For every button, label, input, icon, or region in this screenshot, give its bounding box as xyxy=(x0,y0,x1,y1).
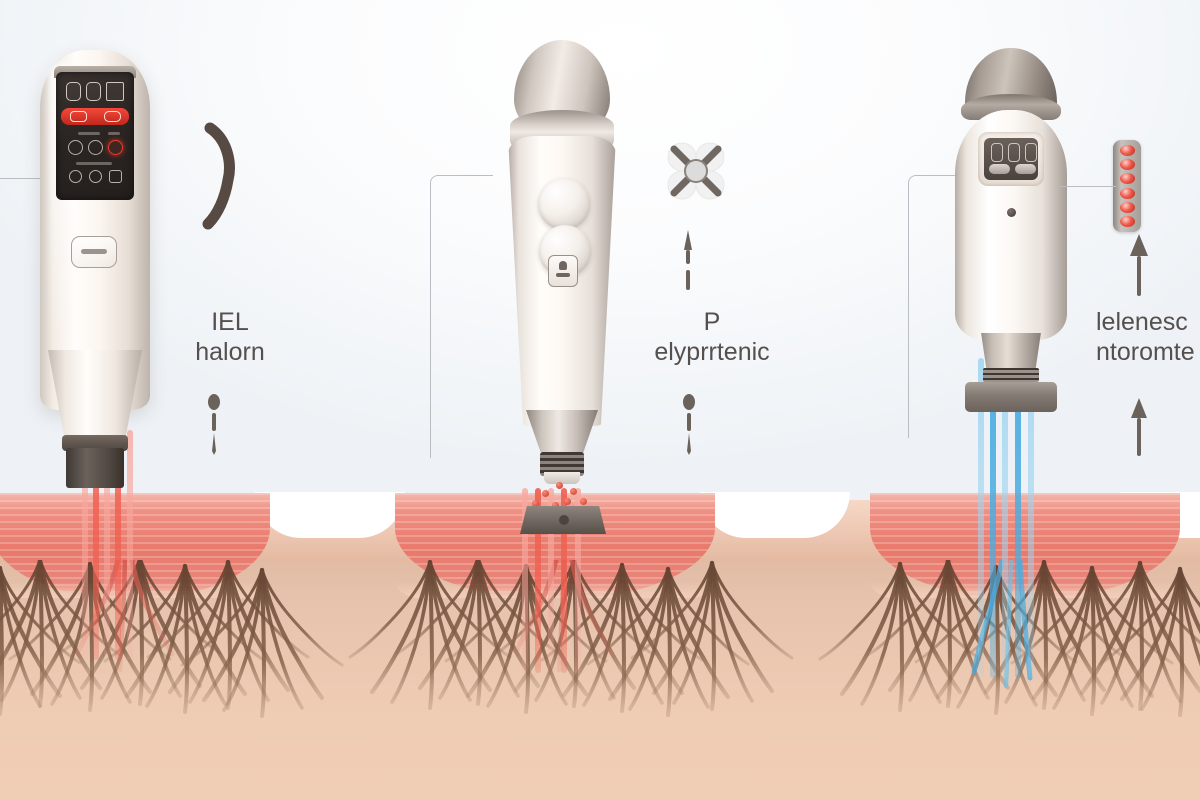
level-bar xyxy=(1008,143,1020,162)
panel-3-label-line1: lelenesc xyxy=(1096,308,1188,336)
mode-icon[interactable] xyxy=(68,170,82,183)
particle xyxy=(580,498,587,505)
panel-2-label: P elyprrtenic xyxy=(632,308,792,367)
device-ipl-handset[interactable] xyxy=(40,50,160,488)
device1-bottom-icon-row[interactable] xyxy=(56,170,134,183)
eject-icon-button[interactable] xyxy=(548,255,578,287)
particle xyxy=(564,498,571,505)
device3-keys[interactable] xyxy=(989,164,1036,174)
bulb-icon xyxy=(85,82,101,101)
device-microcrystal-applicator[interactable] xyxy=(508,40,618,534)
mode-dot-off[interactable] xyxy=(87,140,103,155)
bulb-icon xyxy=(66,82,82,101)
led-dot xyxy=(1119,145,1135,156)
skin-scallop xyxy=(700,492,850,538)
minus-key[interactable] xyxy=(989,164,1010,174)
device1-mode-row[interactable] xyxy=(56,140,134,155)
device1-level-buttons[interactable] xyxy=(61,108,129,125)
led-dot xyxy=(1119,159,1135,171)
beam-group-red-2 xyxy=(522,488,588,673)
device1-action-button[interactable] xyxy=(71,236,117,268)
particle xyxy=(570,488,577,495)
needle-up-icon xyxy=(678,228,698,297)
led-intensity-bar[interactable] xyxy=(1113,140,1141,232)
beam-group-red-1 xyxy=(82,430,138,660)
arrow-up-icon xyxy=(1128,396,1150,463)
device1-taper xyxy=(48,350,142,440)
skin-scallop xyxy=(255,492,405,538)
panel-2-label-line2: elyprrtenic xyxy=(654,337,770,366)
arrow-up-icon xyxy=(1128,232,1150,303)
round-button-upper[interactable] xyxy=(538,178,590,230)
led-dot xyxy=(1119,173,1135,185)
device3-flange-nozzle xyxy=(965,382,1057,412)
connector-leader-1 xyxy=(0,178,58,180)
particle xyxy=(552,502,559,509)
status-led xyxy=(1007,208,1016,217)
particle xyxy=(542,490,549,497)
device1-control-panel[interactable] xyxy=(56,72,134,200)
particle xyxy=(556,482,563,489)
connector-leader-3 xyxy=(1060,186,1116,188)
panel-3-label-line2: ntoromte xyxy=(1096,337,1195,366)
panel-3-label: lelenesc ntoromte xyxy=(1096,308,1200,367)
beam-group-blue-3 xyxy=(978,358,1040,678)
curved-bracket-icon xyxy=(198,122,244,235)
level-bar xyxy=(1025,143,1037,162)
device3-thread-rings xyxy=(983,368,1039,382)
device2-tip xyxy=(544,472,580,484)
panel-2-label-line1: P xyxy=(703,308,721,336)
panel-1-label-line1: IEL xyxy=(211,308,249,336)
connector-bracket-3 xyxy=(908,175,973,438)
device2-applicator-plate xyxy=(520,506,606,534)
skin-icon[interactable] xyxy=(88,170,102,183)
device3-display-bezel xyxy=(978,132,1044,186)
connector-bracket-2 xyxy=(430,175,493,458)
cross-rotor-icon xyxy=(660,135,732,212)
mode-dot-off[interactable] xyxy=(67,140,83,155)
device1-nozzle xyxy=(66,448,124,488)
panel-1-label: IEL halorn xyxy=(155,308,305,367)
plus-key[interactable] xyxy=(1015,164,1036,174)
minus-button[interactable] xyxy=(69,111,87,122)
device-cooling-laser-handset[interactable] xyxy=(955,48,1070,428)
device3-level-bars xyxy=(991,143,1037,162)
led-dot xyxy=(1119,187,1135,199)
cartridge-icon xyxy=(105,82,124,101)
needle-up-icon xyxy=(678,393,700,460)
led-dot xyxy=(1119,215,1135,227)
level-bar xyxy=(991,143,1003,162)
device1-divider xyxy=(78,132,100,135)
device1-collar xyxy=(62,435,128,451)
device3-display[interactable] xyxy=(984,138,1038,180)
particle xyxy=(532,500,539,507)
device1-icon-row xyxy=(56,82,134,101)
mode-dot-active[interactable] xyxy=(107,140,123,155)
device1-divider xyxy=(76,162,112,165)
panel-1-label-line2: halorn xyxy=(195,337,265,366)
device1-divider xyxy=(108,132,120,135)
plus-button[interactable] xyxy=(103,111,121,122)
led-dot xyxy=(1119,201,1135,213)
hand-icon[interactable] xyxy=(108,170,122,183)
needle-down-icon xyxy=(203,393,225,460)
